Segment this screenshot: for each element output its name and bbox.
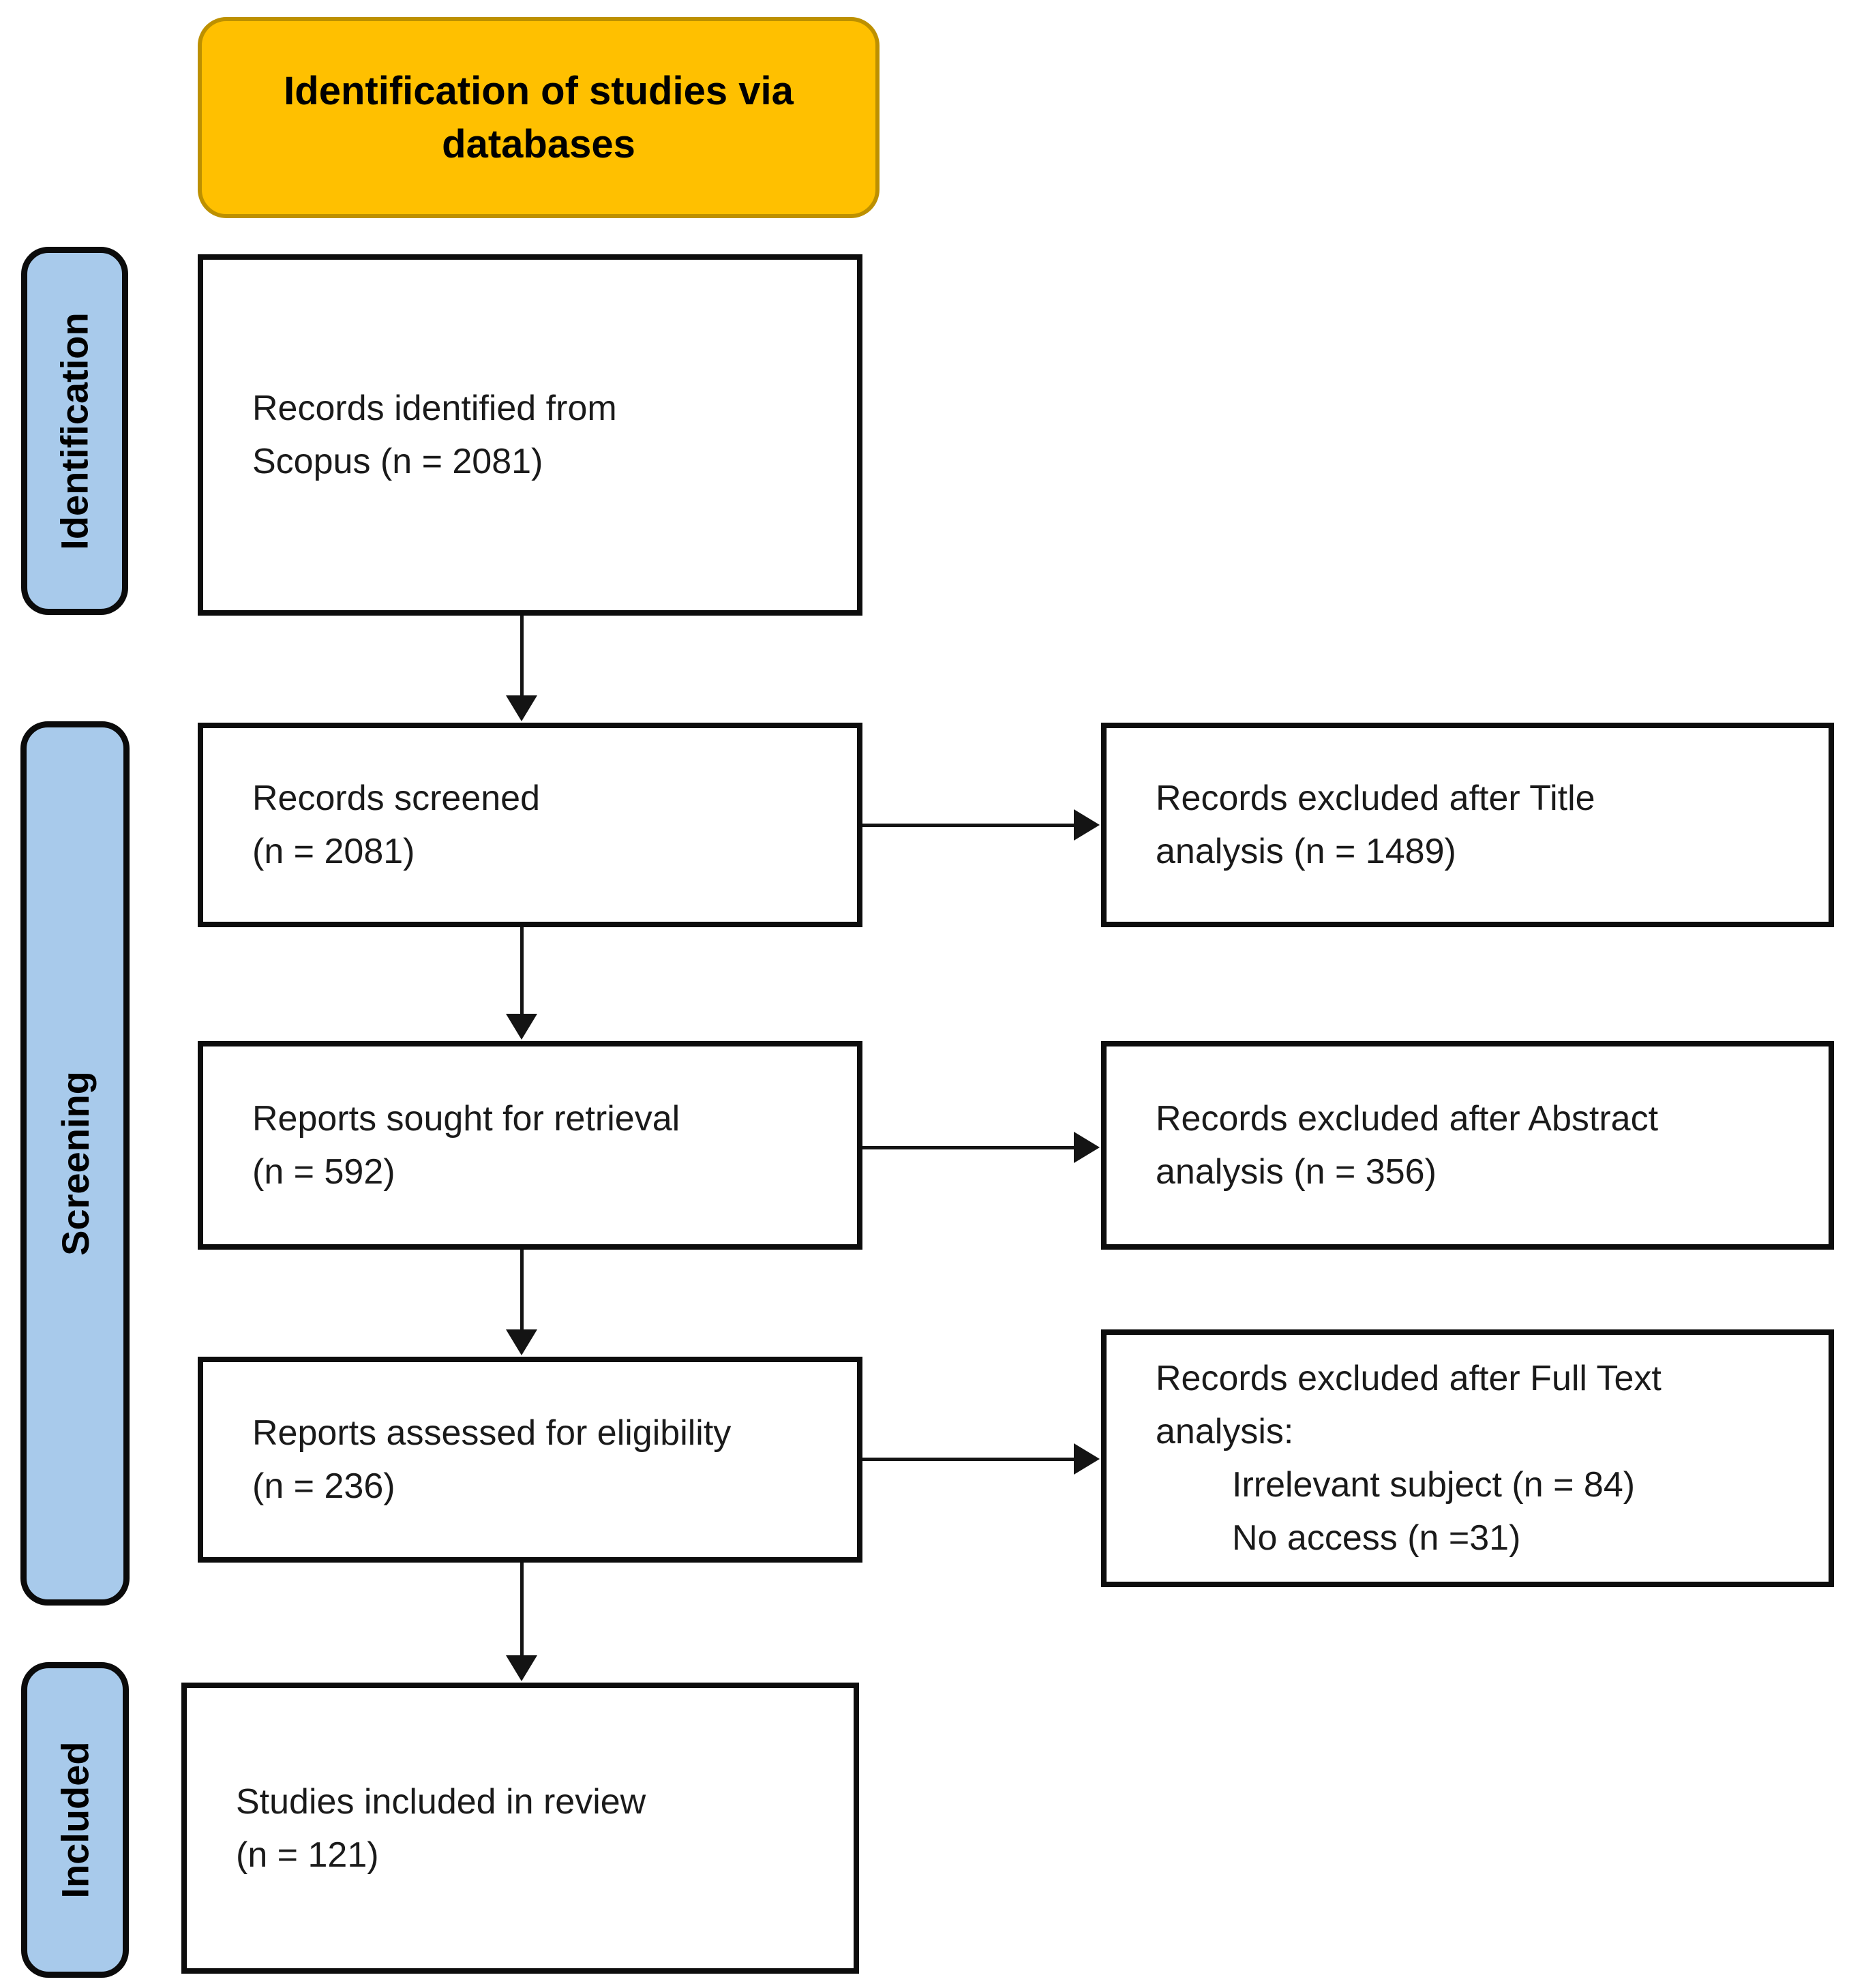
excl-abstract-line1: Records excluded after Abstract [1156, 1099, 1659, 1139]
records-screened-line1: Records screened [252, 779, 540, 818]
studies-included-line1: Studies included in review [236, 1781, 646, 1822]
excl-title-line1: Records excluded after Title [1156, 779, 1595, 818]
arrow-sought-to-assessed [506, 1250, 537, 1355]
flow-box-reports-sought: Reports sought for retrieval (n = 592) [198, 1041, 862, 1250]
exclusion-box-fulltext-analysis: Records excluded after Full Text analysi… [1101, 1329, 1834, 1587]
excl-abstract-line2: analysis (n = 356) [1156, 1152, 1437, 1192]
arrow-head-down-icon [506, 1329, 537, 1355]
arrow-line [862, 1457, 1077, 1461]
arrow-assessed-to-fulltext-exclusion [862, 1443, 1100, 1475]
arrow-line [862, 1145, 1077, 1149]
flow-box-records-screened: Records screened (n = 2081) [198, 723, 862, 927]
records-screened-line2: (n = 2081) [252, 832, 415, 871]
arrow-assessed-to-included [506, 1563, 537, 1681]
arrow-head-right-icon [1074, 1132, 1100, 1163]
excl-title-line2: analysis (n = 1489) [1156, 832, 1456, 871]
excl-fulltext-item-irrelevant: Irrelevant subject (n = 84) [1232, 1465, 1636, 1505]
header-box: Identification of studies via databases [198, 17, 880, 218]
stage-label-included-text: Included [53, 1741, 97, 1899]
arrow-identified-to-screened [506, 616, 537, 721]
arrow-line [520, 1250, 524, 1332]
arrow-line [862, 823, 1077, 827]
arrow-sought-to-abstract-exclusion [862, 1132, 1100, 1163]
arrow-line [520, 616, 524, 698]
arrow-head-down-icon [506, 1655, 537, 1681]
arrow-line [520, 927, 524, 1016]
reports-assessed-line2: (n = 236) [252, 1466, 395, 1506]
records-identified-line1: Records identified from [252, 389, 617, 428]
reports-sought-line2: (n = 592) [252, 1152, 395, 1192]
reports-assessed-line1: Reports assessed for eligibility [252, 1413, 732, 1453]
flow-box-studies-included: Studies included in review (n = 121) [181, 1683, 859, 1974]
flow-box-records-identified: Records identified from Scopus (n = 2081… [198, 254, 862, 616]
excl-fulltext-line2: analysis: [1156, 1412, 1294, 1451]
studies-included-line2: (n = 121) [236, 1835, 379, 1875]
reports-sought-line1: Reports sought for retrieval [252, 1099, 680, 1139]
arrow-head-down-icon [506, 1014, 537, 1040]
flow-box-reports-assessed: Reports assessed for eligibility (n = 23… [198, 1357, 862, 1563]
arrow-head-down-icon [506, 695, 537, 721]
excl-fulltext-item-no-access: No access (n =31) [1232, 1518, 1521, 1558]
stage-label-included: Included [21, 1662, 129, 1978]
stage-label-screening: Screening [20, 721, 130, 1606]
exclusion-box-title-analysis: Records excluded after Title analysis (n… [1101, 723, 1834, 927]
stage-label-identification: Identification [21, 247, 128, 615]
stage-label-identification-text: Identification [53, 312, 97, 550]
arrow-line [520, 1563, 524, 1658]
records-identified-line2: Scopus (n = 2081) [252, 442, 543, 481]
exclusion-box-abstract-analysis: Records excluded after Abstract analysis… [1101, 1041, 1834, 1250]
stage-label-screening-text: Screening [53, 1071, 97, 1256]
arrow-head-right-icon [1074, 1443, 1100, 1475]
arrow-head-right-icon [1074, 809, 1100, 841]
excl-fulltext-line1: Records excluded after Full Text [1156, 1359, 1662, 1398]
header-title-line1: Identification of studies via [284, 68, 794, 113]
arrow-screened-to-sought [506, 927, 537, 1040]
header-title-line2: databases [442, 121, 635, 166]
arrow-screened-to-title-exclusion [862, 809, 1100, 841]
